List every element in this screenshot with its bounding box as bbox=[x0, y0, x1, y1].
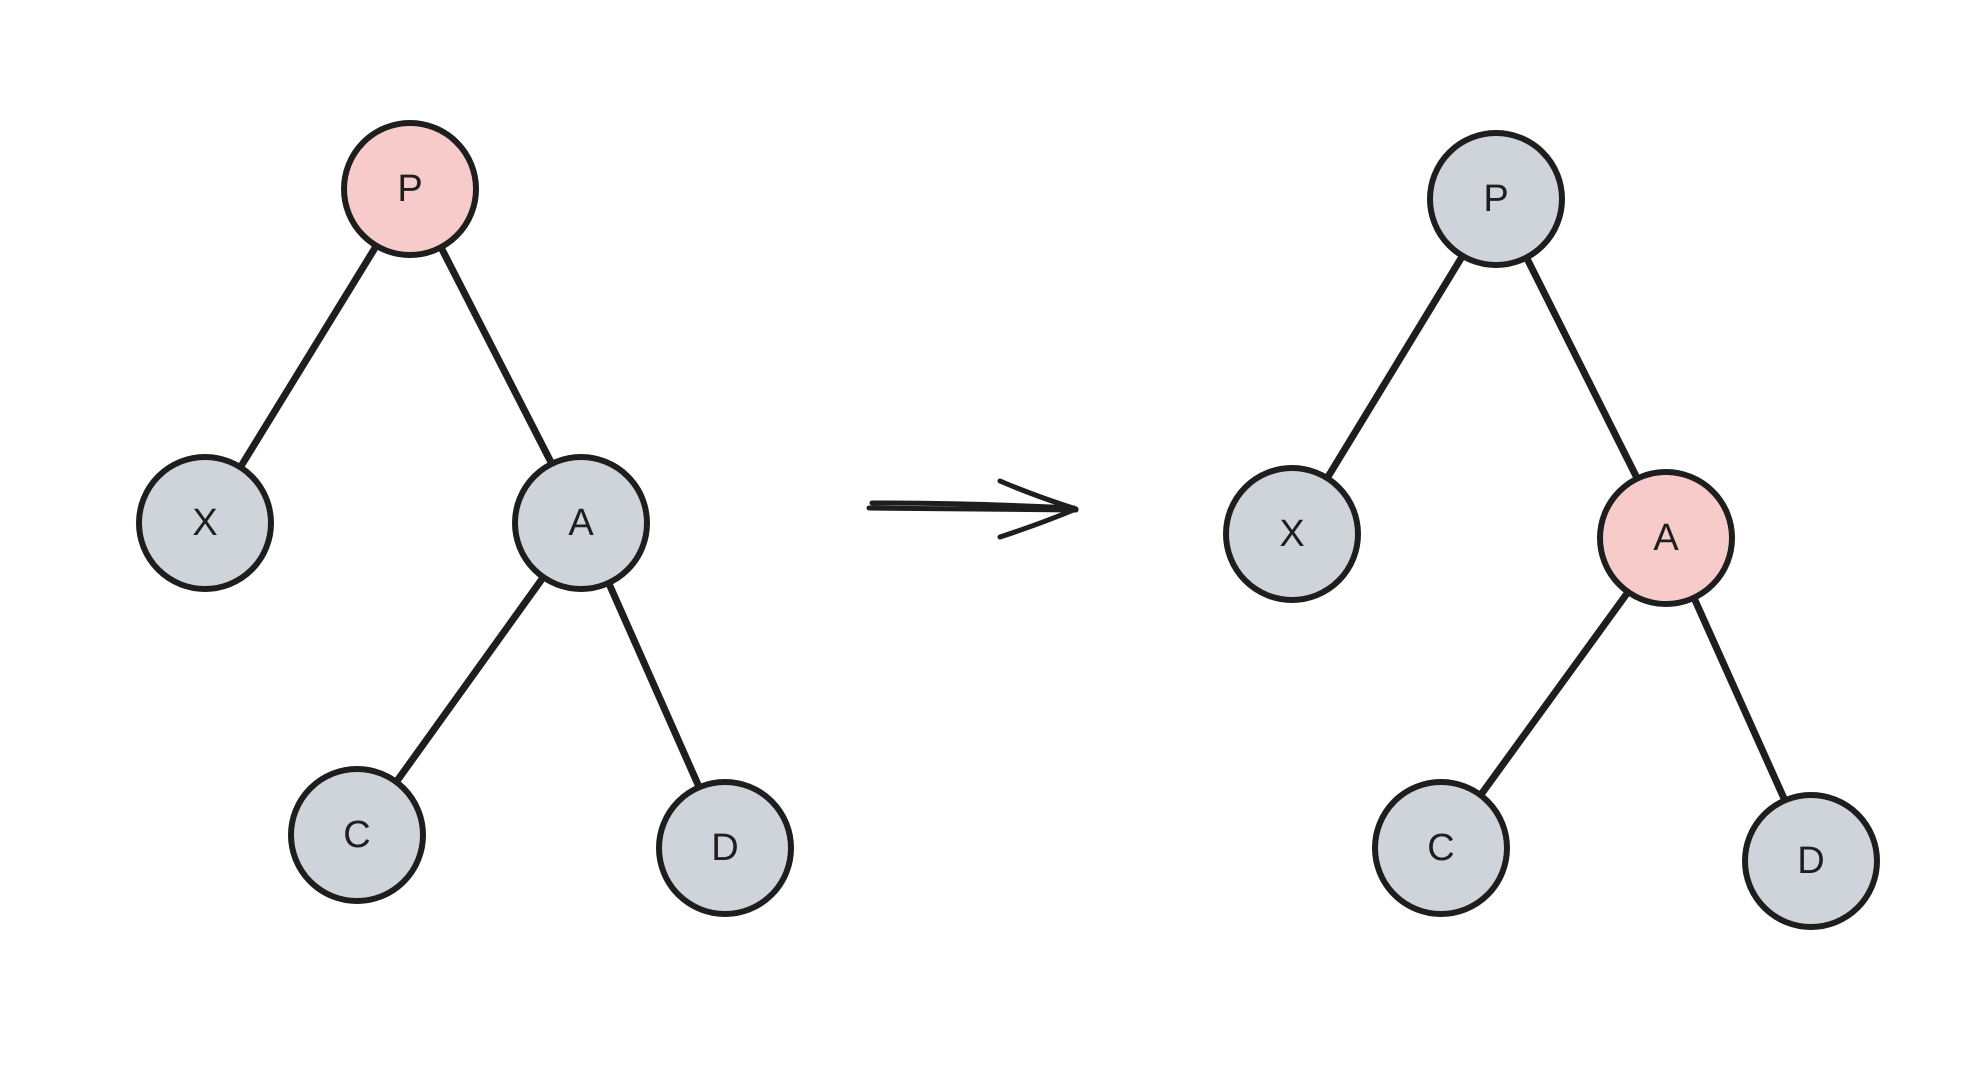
node-label: D bbox=[711, 827, 738, 869]
node-circle bbox=[288, 766, 426, 904]
node-d: D bbox=[656, 779, 794, 917]
node-a: A bbox=[512, 454, 650, 592]
edge-p-a bbox=[1525, 256, 1640, 479]
edge-a-d bbox=[607, 581, 702, 788]
node-c: C bbox=[288, 766, 426, 904]
node-label: A bbox=[568, 502, 594, 544]
after-tree: P X A C D bbox=[1223, 130, 1880, 930]
node-x: X bbox=[136, 454, 274, 592]
node-p: P bbox=[1427, 130, 1565, 268]
edge-a-c bbox=[1480, 591, 1631, 797]
node-label: P bbox=[1483, 178, 1508, 220]
node-circle bbox=[656, 779, 794, 917]
node-circle bbox=[136, 454, 274, 592]
node-label: X bbox=[192, 502, 217, 544]
node-circle bbox=[1742, 792, 1880, 930]
node-circle bbox=[1427, 130, 1565, 268]
node-circle bbox=[512, 454, 650, 592]
node-label: C bbox=[343, 814, 370, 856]
node-label: P bbox=[397, 168, 422, 210]
node-circle bbox=[1223, 465, 1361, 603]
node-c: C bbox=[1372, 779, 1510, 917]
node-p: P bbox=[341, 120, 479, 258]
node-circle bbox=[341, 120, 479, 258]
node-label: C bbox=[1427, 827, 1454, 869]
before-tree-edges bbox=[238, 244, 702, 789]
node-x: X bbox=[1223, 465, 1361, 603]
edge-a-d bbox=[1693, 596, 1788, 801]
before-tree: P X A C D bbox=[136, 120, 794, 917]
node-circle bbox=[1372, 779, 1510, 917]
edge-p-a bbox=[440, 246, 555, 465]
node-circle bbox=[1597, 469, 1735, 607]
node-label: A bbox=[1653, 517, 1679, 559]
edge-p-x bbox=[1326, 255, 1465, 480]
edge-p-x bbox=[239, 245, 379, 469]
node-label: X bbox=[1279, 513, 1304, 555]
node-a: A bbox=[1597, 469, 1735, 607]
edge-a-c bbox=[395, 576, 546, 784]
node-label: D bbox=[1797, 840, 1824, 882]
after-tree-edges bbox=[1324, 254, 1788, 802]
transform-arrow-icon bbox=[866, 478, 1079, 540]
node-d: D bbox=[1742, 792, 1880, 930]
